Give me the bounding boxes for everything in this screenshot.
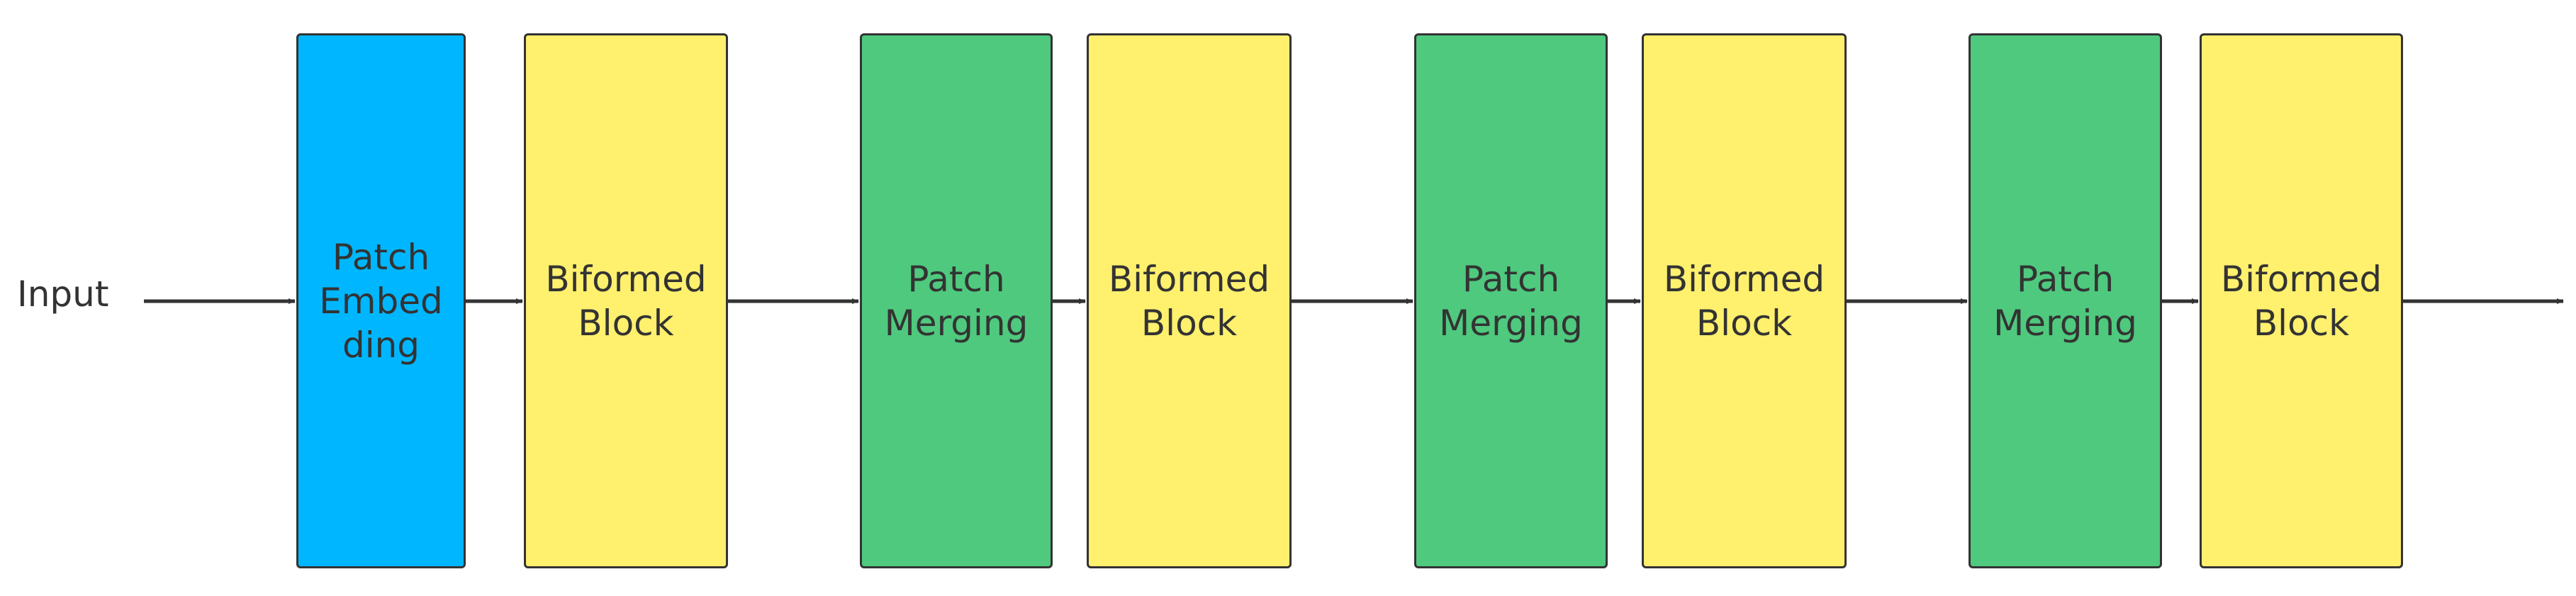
patch-merging-block-1: Patch Merging [860,33,1053,568]
block-label: Biformed Block [1108,258,1270,344]
block-label: Patch Merging [1439,258,1583,344]
block-label: Biformed Block [545,258,707,344]
patch-embedding-block: Patch Embed ding [296,33,466,568]
biformed-block-4: Biformed Block [2200,33,2403,568]
patch-merging-block-2: Patch Merging [1414,33,1608,568]
block-label: Biformed Block [2220,258,2382,344]
block-label: Biformed Block [1663,258,1825,344]
biformed-block-1: Biformed Block [524,33,728,568]
biformed-block-2: Biformed Block [1087,33,1292,568]
patch-merging-block-3: Patch Merging [1969,33,2162,568]
block-label: Patch Merging [884,258,1029,344]
input-label: Input [17,274,109,315]
block-label: Patch Embed ding [319,236,443,366]
biformed-block-3: Biformed Block [1642,33,1847,568]
block-label: Patch Merging [1993,258,2137,344]
